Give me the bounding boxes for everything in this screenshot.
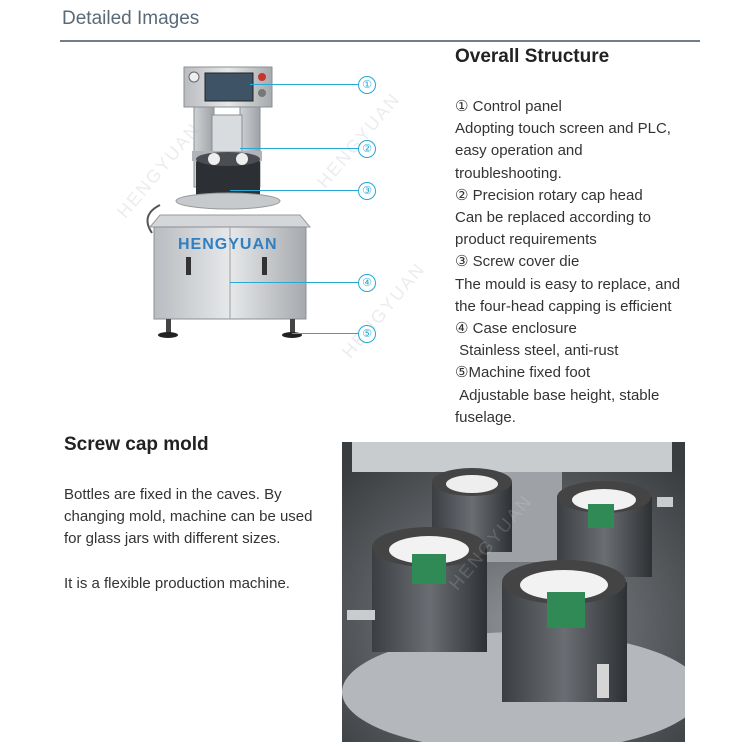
brand-logo: HENGYUAN: [178, 236, 278, 253]
mold-paragraph: It is a flexible production machine.: [64, 574, 290, 592]
capping-machine-image: HENGYUAN: [100, 55, 400, 355]
title-divider: [60, 40, 700, 42]
callout-line: [292, 333, 358, 334]
structure-line: ③ Screw cover die: [455, 253, 580, 271]
callout-line: [240, 148, 358, 149]
callout-line: [230, 282, 358, 283]
machine-drawing: [146, 66, 312, 338]
callout-2: ②: [358, 140, 376, 158]
section-title: Detailed Images: [62, 8, 200, 29]
structure-line: Stainless steel, anti-rust: [455, 342, 619, 360]
structure-line: ⑤Machine fixed foot: [455, 364, 591, 382]
structure-line: ② Precision rotary cap head: [455, 186, 643, 204]
structure-line: ① Control panel: [455, 98, 562, 115]
screw-cap-mold-description: Bottles are fixed in the caves. By chang…: [64, 484, 314, 617]
structure-line: the four-head capping is efficient: [455, 297, 672, 315]
callout-5: ⑤: [358, 325, 376, 343]
structure-line: product requirements: [455, 231, 597, 249]
callout-1: ①: [358, 76, 376, 94]
mold-photo: HENGYUAN: [342, 442, 685, 742]
structure-line: Adjustable base height, stable: [455, 386, 660, 404]
structure-line: Adopting touch screen and PLC,: [455, 120, 671, 138]
structure-line: ④ Case enclosure: [455, 320, 577, 338]
structure-line: The mould is easy to replace, and: [455, 275, 681, 293]
structure-line: Can be replaced according to: [455, 209, 651, 227]
structure-line: troubleshooting.: [455, 164, 562, 182]
mold-photo-drawing: [342, 442, 685, 742]
overall-structure-list: ① Control panel Adopting touch screen an…: [455, 96, 715, 429]
callout-line: [250, 84, 358, 85]
structure-line: easy operation and: [455, 142, 583, 160]
mold-paragraph: Bottles are fixed in the caves. By chang…: [64, 486, 313, 548]
callout-4: ④: [358, 274, 376, 292]
callout-line: [230, 190, 358, 191]
overall-structure-heading: Overall Structure: [455, 46, 610, 67]
structure-line: fuselage.: [455, 408, 516, 426]
callout-3: ③: [358, 182, 376, 200]
screw-cap-mold-heading: Screw cap mold: [64, 434, 209, 455]
